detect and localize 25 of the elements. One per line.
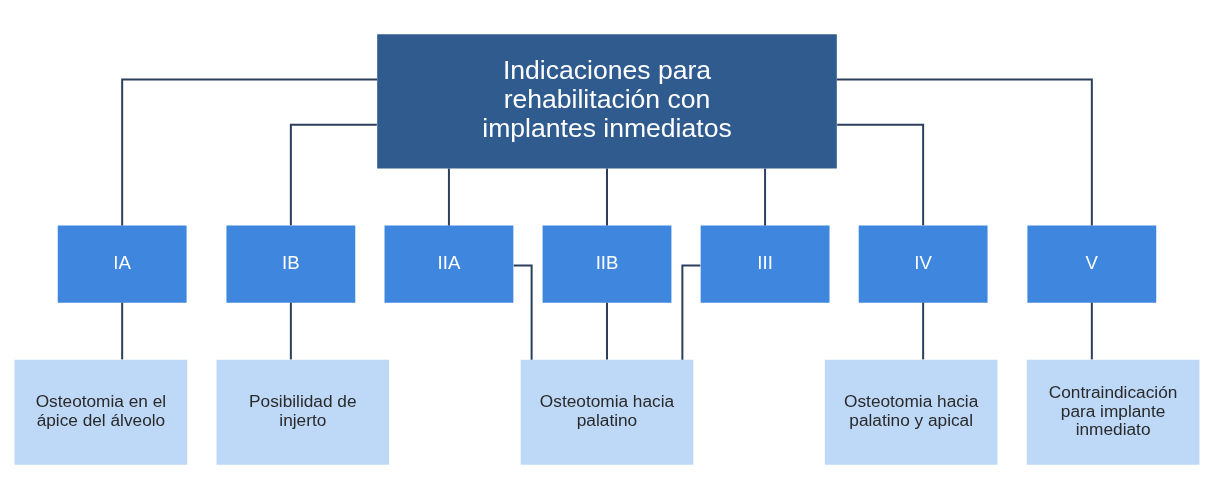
node-box: Contraindicación para implante inmediato xyxy=(1026,359,1200,465)
connector xyxy=(606,167,608,227)
connector xyxy=(121,78,378,227)
connector xyxy=(836,123,925,227)
node-box: IB xyxy=(226,225,356,303)
node-box: V xyxy=(1027,225,1157,303)
node-box: III xyxy=(700,225,830,303)
node-box: Posibilidad de injerto xyxy=(216,359,390,465)
node-box: IV xyxy=(858,225,988,303)
node-box: Indicaciones para rehabilitación con implantes inmediatos xyxy=(377,34,837,169)
connector xyxy=(447,167,450,227)
connector xyxy=(836,78,1093,227)
node-box: Osteotomia hacia palatino y apical xyxy=(824,359,998,465)
connector xyxy=(764,167,767,227)
node-box: Osteotomia en el ápice del álveolo xyxy=(14,359,188,465)
connector xyxy=(289,123,378,227)
connector xyxy=(121,301,124,361)
node-box: IIB xyxy=(542,225,672,303)
node-box: IIA xyxy=(384,225,514,303)
connector xyxy=(922,301,925,361)
connector xyxy=(1090,301,1093,361)
node-box: IA xyxy=(57,225,187,303)
connector xyxy=(289,301,292,361)
node-box: Osteotomia hacia palatino xyxy=(520,359,694,465)
connector xyxy=(606,301,608,361)
